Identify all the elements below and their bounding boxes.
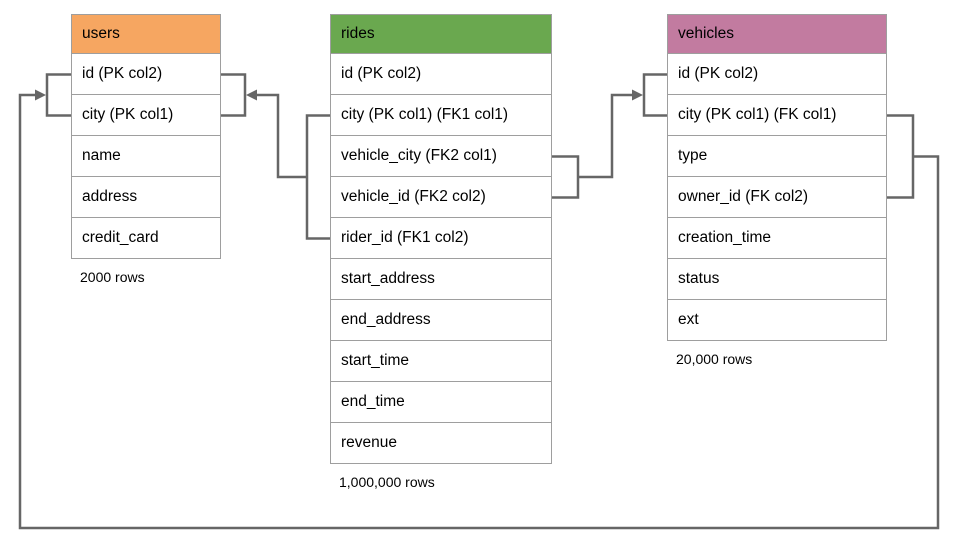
table-rides-column-start-address: start_address (330, 259, 552, 300)
fk1-rides-to-users (221, 73, 330, 240)
table-vehicles-column-creation-time: creation_time (667, 218, 887, 259)
fk1-arrowhead (246, 89, 257, 101)
table-users-header: users (71, 14, 221, 54)
table-rides-row-count: 1,000,000 rows (339, 474, 435, 490)
fk2-elbow-line (578, 93, 632, 179)
table-rides-column-start-time: start_time (330, 341, 552, 382)
fk-users-bracket (45, 73, 71, 117)
table-vehicles-column-status: status (667, 259, 887, 300)
table-vehicles-column-city: city (PK col1) (FK col1) (667, 95, 887, 136)
fk2-vehicles-bracket (642, 73, 667, 117)
table-vehicles-column-ext: ext (667, 300, 887, 341)
table-rides: rides id (PK col2) city (PK col1) (FK1 c… (330, 14, 552, 490)
table-rides-column-id: id (PK col2) (330, 54, 552, 95)
fk-vehicles-bracket (887, 114, 915, 199)
fk1-elbow-line (257, 93, 307, 179)
table-users-column-city: city (PK col1) (71, 95, 221, 136)
table-users-column-name: name (71, 136, 221, 177)
fk2-rides-to-vehicles (552, 73, 667, 199)
table-vehicles: vehicles id (PK col2) city (PK col1) (FK… (667, 14, 887, 367)
table-users: users id (PK col2) city (PK col1) name a… (71, 14, 221, 285)
table-vehicles-column-type: type (667, 136, 887, 177)
table-rides-column-rider-id: rider_id (FK1 col2) (330, 218, 552, 259)
table-users-column-credit-card: credit_card (71, 218, 221, 259)
table-vehicles-header: vehicles (667, 14, 887, 54)
table-rides-column-end-time: end_time (330, 382, 552, 423)
fk2-arrowhead (632, 89, 643, 101)
table-users-row-count: 2000 rows (80, 269, 145, 285)
table-users-column-id: id (PK col2) (71, 54, 221, 95)
table-vehicles-column-owner-id: owner_id (FK col2) (667, 177, 887, 218)
table-rides-column-vehicle-city: vehicle_city (FK2 col1) (330, 136, 552, 177)
table-users-column-address: address (71, 177, 221, 218)
table-rides-column-end-address: end_address (330, 300, 552, 341)
fk-arrowhead (35, 89, 46, 101)
table-rides-column-city: city (PK col1) (FK1 col1) (330, 95, 552, 136)
fk1-rides-bracket (305, 114, 330, 240)
table-rides-column-vehicle-id: vehicle_id (FK2 col2) (330, 177, 552, 218)
table-rides-column-revenue: revenue (330, 423, 552, 464)
table-vehicles-column-id: id (PK col2) (667, 54, 887, 95)
table-vehicles-row-count: 20,000 rows (676, 351, 753, 367)
table-rides-header: rides (330, 14, 552, 54)
fk2-rides-bracket (552, 155, 580, 199)
fk1-users-bracket (221, 73, 247, 117)
